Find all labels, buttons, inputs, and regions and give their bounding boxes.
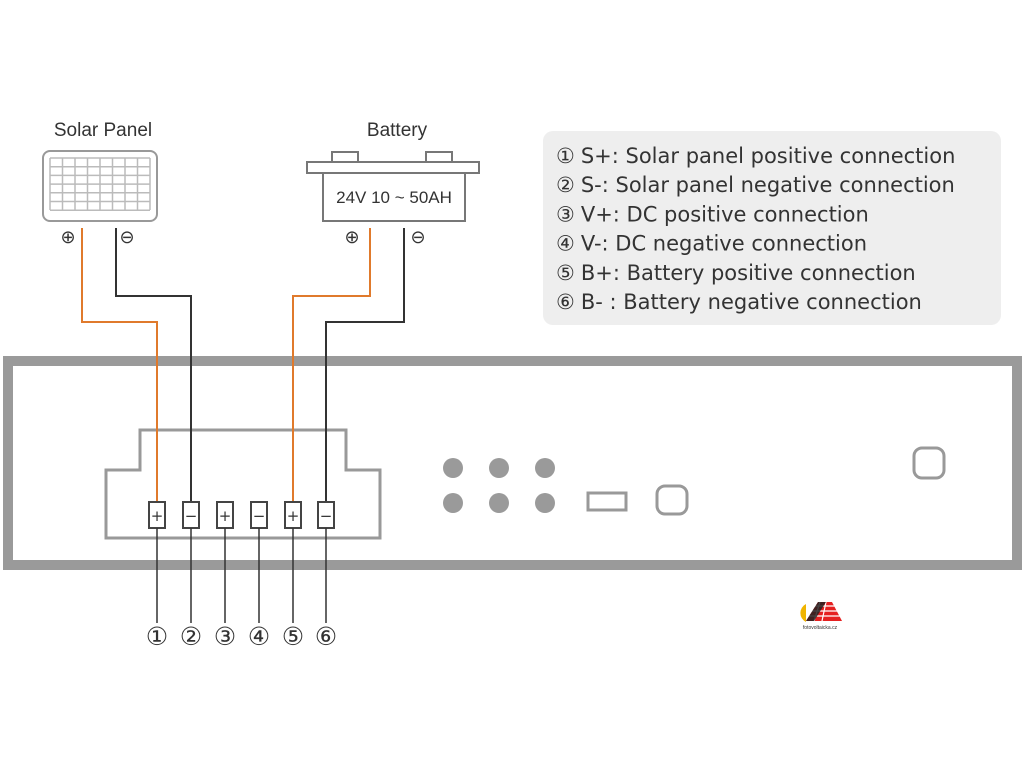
- terminal-block: [104, 428, 382, 540]
- terminal-2: −②: [180, 501, 202, 651]
- legend-text: S-: Solar panel negative connection: [581, 173, 955, 197]
- battery-plus-symbol: ⊕: [344, 227, 359, 247]
- terminal-sign: −: [320, 507, 333, 525]
- solar-panel-icon: [42, 150, 158, 222]
- terminal-sign: −: [253, 507, 266, 525]
- legend-number: ④: [556, 232, 575, 256]
- legend-number: ⑤: [556, 261, 575, 285]
- legend-number: ③: [556, 202, 575, 226]
- solar-panel-title: Solar Panel: [54, 120, 152, 141]
- terminal-6: −⑥: [315, 501, 337, 651]
- terminal-sign: +: [287, 507, 300, 525]
- solar-negative-wire: [115, 228, 192, 502]
- logo-text: fotovoltaicka.cz: [803, 625, 838, 631]
- solar-minus-symbol: ⊖: [119, 227, 134, 247]
- legend-text: B- : Battery negative connection: [581, 290, 922, 314]
- legend-number: ②: [556, 173, 575, 197]
- terminal-sign: −: [185, 507, 198, 525]
- terminal-1: +①: [146, 501, 168, 651]
- terminal-3: +③: [214, 501, 236, 651]
- legend-number: ①: [556, 144, 575, 168]
- battery-icon: [306, 151, 480, 222]
- terminal-sign: +: [219, 507, 232, 525]
- solar-plus-symbol: ⊕: [60, 227, 75, 247]
- power-button[interactable]: [912, 446, 946, 480]
- legend-text: S+: Solar panel positive connection: [581, 144, 956, 168]
- usb-port: [586, 491, 628, 512]
- legend-text: B+: Battery positive connection: [581, 261, 916, 285]
- legend-text: V+: DC positive connection: [581, 202, 869, 226]
- terminal-number: ④: [248, 622, 270, 651]
- battery-positive-wire: [292, 228, 371, 502]
- wires: [81, 228, 405, 502]
- legend-number: ⑥: [556, 290, 575, 314]
- battery-minus-symbol: ⊖: [410, 227, 425, 247]
- button[interactable]: [655, 484, 689, 516]
- terminal-number: ⑥: [315, 622, 337, 651]
- terminal-number: ⑤: [282, 622, 304, 651]
- terminal-number: ①: [146, 622, 168, 651]
- legend-box: [543, 131, 1001, 325]
- terminal-number: ③: [214, 622, 236, 651]
- fotovoltaicka-logo: fotovoltaicka.cz: [800, 601, 842, 631]
- battery-title: Battery: [367, 120, 428, 141]
- legend-text: V-: DC negative connection: [581, 232, 867, 256]
- battery-negative-wire: [325, 228, 405, 502]
- battery-spec: 24V 10 ~ 50AH: [336, 188, 452, 207]
- terminal-number: ②: [180, 622, 202, 651]
- terminal-5: +⑤: [282, 501, 304, 651]
- terminal-4: −④: [248, 501, 270, 651]
- terminal-sign: +: [151, 507, 164, 525]
- solar-positive-wire: [81, 228, 158, 502]
- indicator-leds: [443, 458, 555, 513]
